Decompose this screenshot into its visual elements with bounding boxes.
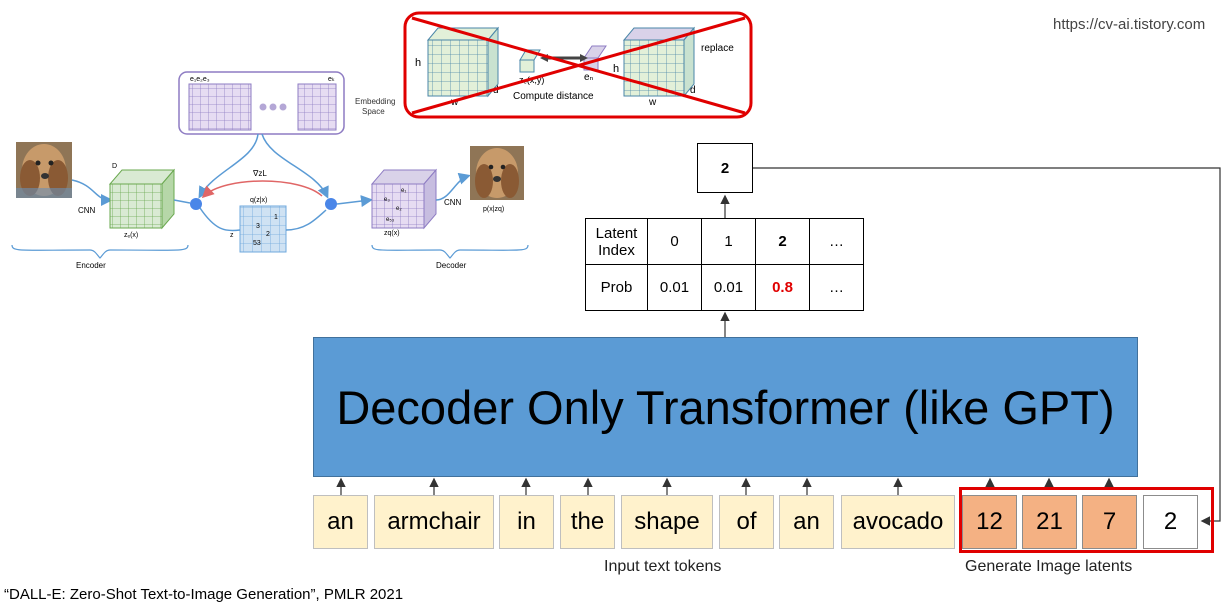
transformer-block: Decoder Only Transformer (like GPT) bbox=[313, 337, 1138, 477]
grid-value-4: 53 bbox=[253, 240, 261, 247]
z-label: z bbox=[230, 232, 234, 239]
zq-label: zq(x) bbox=[384, 230, 400, 237]
transformer-label: Decoder Only Transformer (like GPT) bbox=[336, 380, 1115, 434]
prob-header: Prob bbox=[585, 264, 648, 311]
h-left-label: h bbox=[415, 57, 421, 69]
replace-label: replace bbox=[701, 43, 734, 54]
image-latent: 12 bbox=[962, 495, 1017, 549]
citation: “DALL-E: Zero-Shot Text-to-Image Generat… bbox=[4, 586, 404, 603]
index-cell-2: 2 bbox=[755, 218, 810, 265]
crossed-out-panel: h w d zₑ(x,y) eₙ Compute distance h w d … bbox=[403, 11, 753, 119]
decoder-label: Decoder bbox=[436, 261, 467, 270]
cube-label-4: e₅₃ bbox=[386, 217, 395, 223]
latent-index-header: Latent Index bbox=[585, 218, 648, 265]
latent-index-header-line2: Index bbox=[598, 241, 635, 259]
cnn-right-label: CNN bbox=[444, 198, 462, 207]
q-label: q(z|x) bbox=[250, 197, 267, 204]
grid-value-2: 3 bbox=[256, 223, 260, 230]
prob-cell-0: 0.01 bbox=[647, 264, 702, 311]
index-cell-0: 0 bbox=[647, 218, 702, 265]
text-token: of bbox=[719, 495, 774, 549]
text-token: avocado bbox=[841, 495, 955, 549]
w-right-label: w bbox=[648, 97, 657, 108]
text-token: an bbox=[779, 495, 834, 549]
output-token-box: 2 bbox=[697, 143, 753, 193]
image-latents-highlight bbox=[959, 487, 1214, 553]
text-token: shape bbox=[621, 495, 713, 549]
text-token: in bbox=[499, 495, 554, 549]
image-latents-caption: Generate Image latents bbox=[965, 558, 1133, 575]
latent-index-header-line1: Latent bbox=[595, 224, 638, 242]
text-token: the bbox=[560, 495, 615, 549]
image-latent-generated: 2 bbox=[1143, 495, 1198, 549]
compute-distance-label: Compute distance bbox=[513, 91, 594, 102]
en-label: eₙ bbox=[584, 72, 594, 83]
dog-image-left bbox=[16, 142, 72, 198]
prob-cell-more: … bbox=[809, 264, 864, 311]
cube-label-2: e₃ bbox=[384, 197, 390, 203]
h-right-label: h bbox=[613, 63, 619, 75]
cnn-left-label: CNN bbox=[78, 206, 96, 215]
image-latent: 7 bbox=[1082, 495, 1137, 549]
grid-value-3: 2 bbox=[266, 231, 270, 238]
grad-label: ∇zL bbox=[252, 169, 267, 178]
index-cell-more: … bbox=[809, 218, 864, 265]
prob-cell-2: 0.8 bbox=[755, 264, 810, 311]
px-label: p(x|zq) bbox=[483, 206, 504, 213]
dog-image-right bbox=[470, 146, 524, 200]
cube-label-1: e₁ bbox=[401, 188, 406, 194]
ze-label: zₑ(x) bbox=[124, 232, 138, 239]
embedding-first-label: e₁e₂e₃ bbox=[190, 76, 210, 83]
grid-value-1: 1 bbox=[274, 214, 278, 221]
prob-cell-1: 0.01 bbox=[701, 264, 756, 311]
index-cell-1: 1 bbox=[701, 218, 756, 265]
encoder-label: Encoder bbox=[76, 261, 106, 270]
watermark: https://cv-ai.tistory.com bbox=[1053, 16, 1206, 33]
w-left-label: w bbox=[450, 97, 459, 108]
probability-table: Latent Index 0 1 2 … Prob 0.01 0.01 0.8 … bbox=[585, 218, 864, 311]
d-label: D bbox=[112, 163, 117, 170]
embedding-last-label: eₖ bbox=[328, 76, 335, 83]
text-token: armchair bbox=[374, 495, 494, 549]
cube-label-3: e₂ bbox=[396, 206, 402, 212]
d-right-label: d bbox=[690, 85, 696, 96]
text-tokens-caption: Input text tokens bbox=[604, 558, 722, 575]
text-token: an bbox=[313, 495, 368, 549]
image-latent: 21 bbox=[1022, 495, 1077, 549]
